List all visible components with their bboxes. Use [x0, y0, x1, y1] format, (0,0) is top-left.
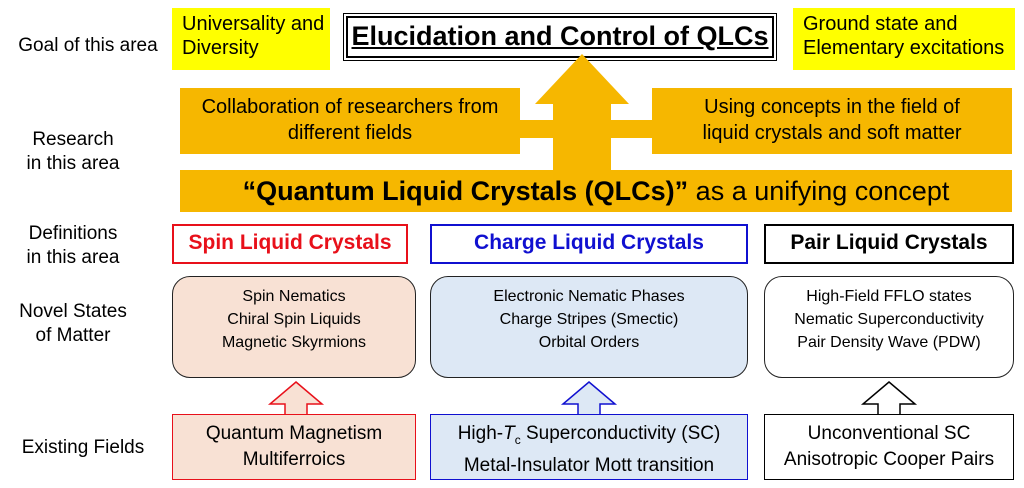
- goal-title: Elucidation and Control of QLCs: [351, 21, 769, 51]
- states-charge: Electronic Nematic Phases Charge Stripes…: [430, 276, 748, 378]
- research-left-box: Collaboration of researchers from differ…: [180, 88, 520, 154]
- row-label-novel-states: Novel States of Matter: [19, 301, 127, 346]
- concept-bold: “Quantum Liquid Crystals (QLCs)”: [242, 176, 689, 206]
- goal-left-box: Universality and Diversity: [172, 8, 330, 70]
- state-item: Nematic Superconductivity: [794, 311, 984, 328]
- field-item-sc: High-Tc Superconductivity (SC): [457, 423, 721, 447]
- definition-charge: Charge Liquid Crystals: [430, 224, 748, 264]
- state-item: Pair Density Wave (PDW): [797, 334, 981, 351]
- field-item: Quantum Magnetism: [205, 423, 383, 444]
- state-item: Spin Nematics: [242, 288, 346, 305]
- field-item: Multiferroics: [242, 449, 346, 470]
- state-item: Charge Stripes (Smectic): [499, 311, 679, 328]
- definition-pair: Pair Liquid Crystals: [764, 224, 1014, 264]
- definition-spin: Spin Liquid Crystals: [172, 224, 408, 264]
- states-pair: High-Field FFLO states Nematic Supercond…: [764, 276, 1014, 378]
- goal-title-box: Elucidation and Control of QLCs: [343, 13, 777, 61]
- state-item: Chiral Spin Liquids: [227, 311, 361, 328]
- field-item: Metal-Insulator Mott transition: [463, 454, 715, 476]
- row-label-research: Research in this area: [26, 129, 120, 174]
- state-item: Orbital Orders: [538, 334, 640, 351]
- state-item: High-Field FFLO states: [806, 288, 972, 305]
- unifying-concept-banner: “Quantum Liquid Crystals (QLCs)” as a un…: [180, 170, 1012, 212]
- concept-rest: as a unifying concept: [688, 176, 950, 206]
- fields-charge: High-Tc Superconductivity (SC) Metal-Ins…: [430, 414, 748, 480]
- fields-pair: Unconventional SC Anisotropic Cooper Pai…: [764, 414, 1014, 480]
- state-item: Electronic Nematic Phases: [493, 288, 685, 305]
- up-arrow-icon: [520, 54, 652, 175]
- charge-up-arrow-icon: [560, 381, 618, 416]
- field-item: Anisotropic Cooper Pairs: [783, 449, 995, 470]
- row-label-existing-fields: Existing Fields: [21, 437, 145, 458]
- goal-right-box: Ground state and Elementary excitations: [793, 8, 1015, 70]
- spin-up-arrow-icon: [267, 381, 325, 416]
- field-item: Unconventional SC: [807, 423, 971, 444]
- pair-up-arrow-icon: [860, 381, 918, 416]
- fields-spin: Quantum Magnetism Multiferroics: [172, 414, 416, 480]
- row-label-definitions: Definitions in this area: [26, 223, 120, 268]
- row-label-goal: Goal of this area: [18, 35, 158, 56]
- state-item: Magnetic Skyrmions: [221, 334, 367, 351]
- states-spin: Spin Nematics Chiral Spin Liquids Magnet…: [172, 276, 416, 378]
- research-right-box: Using concepts in the field of liquid cr…: [652, 88, 1012, 154]
